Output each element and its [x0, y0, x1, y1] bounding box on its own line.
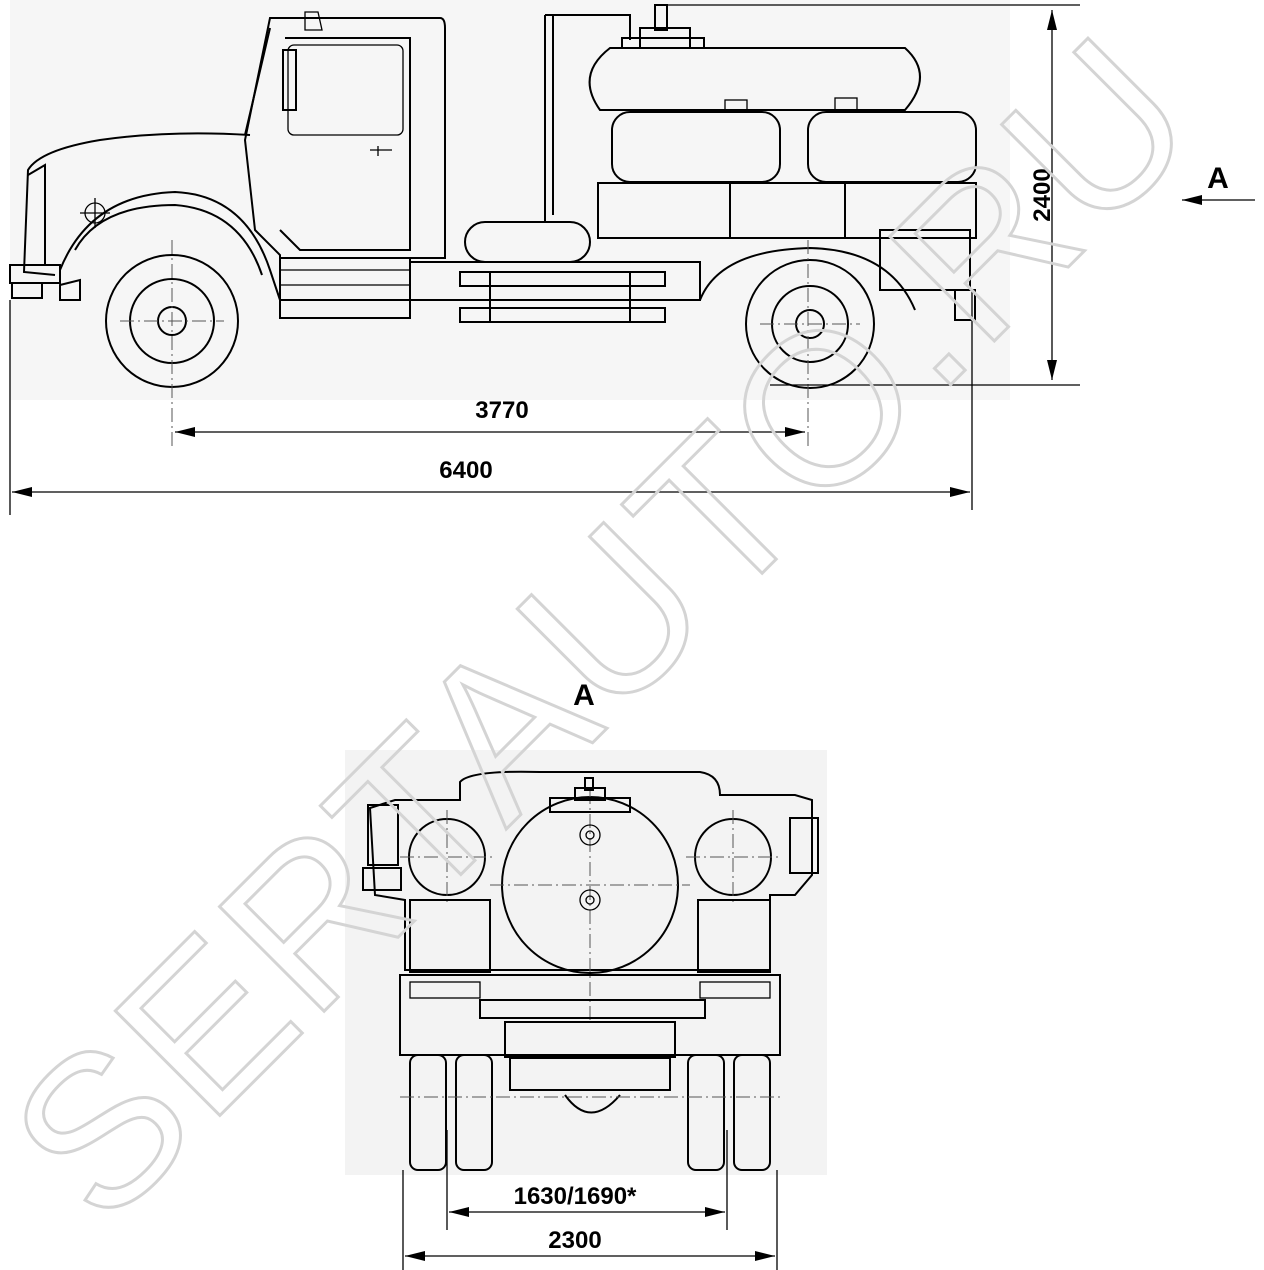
- dimension-track: 1630/1690*: [446, 1130, 728, 1230]
- rear-view: A: [345, 679, 827, 1270]
- dimension-width-label: 2300: [548, 1227, 601, 1254]
- rear-wheel: [699, 229, 976, 450]
- dimension-track-label: 1630/1690*: [514, 1183, 637, 1210]
- rear-tank: [490, 777, 690, 1020]
- dimension-wheelbase-label: 3770: [475, 397, 528, 424]
- dimension-length: 6400: [9, 290, 973, 515]
- dimension-wheelbase: 3770: [175, 397, 805, 437]
- dimension-length-label: 6400: [439, 457, 492, 484]
- dimension-height: 2400: [770, 10, 1080, 386]
- rear-view-title: A: [573, 679, 595, 712]
- view-marker: A: [1182, 162, 1255, 205]
- side-view: 2400 3770 6400 A: [9, 0, 1255, 515]
- front-wheel: [105, 240, 239, 450]
- dimension-height-label: 2400: [1029, 168, 1056, 221]
- tank: [588, 4, 1080, 239]
- view-marker-label: A: [1207, 162, 1229, 195]
- hood: [9, 132, 411, 319]
- dimension-width: 2300: [402, 1170, 778, 1270]
- chassis: [410, 14, 701, 323]
- rear-wheels: [400, 1054, 780, 1171]
